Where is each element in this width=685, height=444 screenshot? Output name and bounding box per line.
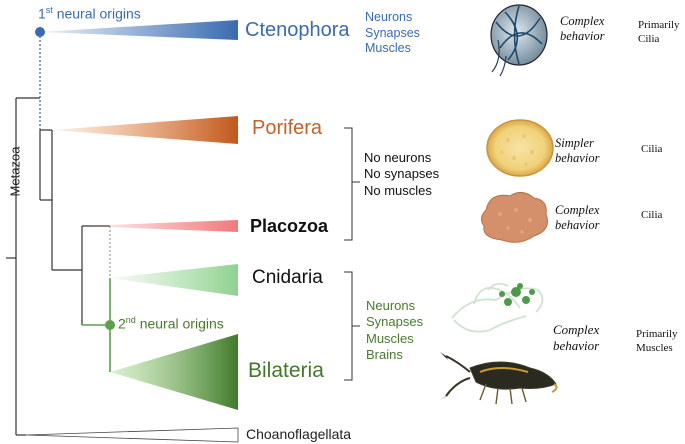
taxon-choanoflagellata: Choanoflagellata: [246, 426, 352, 442]
porifera-wedge: [52, 116, 238, 144]
ctenophora-wedge: [40, 20, 238, 40]
placozoa-image: [480, 192, 548, 243]
trait-item: No neurons: [364, 150, 432, 165]
trait-item: Muscles: [365, 41, 411, 56]
crayfish-image: [440, 352, 558, 405]
cnidaria-wedge: [110, 264, 238, 296]
taxon-porifera: Porifera: [252, 117, 323, 139]
no-neurons-bracket: [344, 127, 360, 241]
taxon-ctenophora: Ctenophora: [245, 19, 350, 41]
placozoa-wedge: [82, 220, 238, 232]
bilateria-wedge: [110, 334, 238, 410]
first-origin-label: 1st neural origins: [38, 5, 141, 22]
trait-item: Synapses: [365, 25, 420, 40]
taxon-cnidaria: Cnidaria: [252, 267, 323, 288]
taxon-bilateria: Bilateria: [248, 359, 324, 382]
ctenophore-image: [490, 4, 548, 77]
locomotion-placozoa: Cilia: [641, 209, 663, 221]
second-origin-label: 2nd neural origins: [118, 315, 224, 332]
first-origin-node: [35, 27, 45, 37]
trait-item: Brains: [366, 346, 403, 362]
neurons-traits: Neurons Synapses Muscles Brains: [366, 298, 423, 363]
trait-item: No synapses: [364, 166, 440, 182]
trait-item: Muscles: [366, 330, 414, 346]
trait-item: Synapses: [366, 314, 424, 330]
ctenophora-traits: Neurons Synapses Muscles: [365, 10, 420, 57]
trait-item: Neurons: [366, 298, 416, 313]
trait-item: Neurons: [365, 10, 413, 24]
neurons-bracket: [344, 271, 360, 381]
no-neurons-traits: No neurons No synapses No muscles: [364, 150, 439, 199]
jellyfish-image: [451, 282, 544, 333]
second-origin-node: [105, 320, 115, 330]
locomotion-porifera: Cilia: [641, 143, 663, 155]
metazoa-label: Metazoa: [7, 146, 23, 197]
taxon-placozoa: Placozoa: [250, 216, 329, 236]
choanoflagellata-wedge: [25, 427, 239, 443]
sponge-image: [486, 119, 554, 177]
trait-item: No muscles: [364, 182, 432, 198]
